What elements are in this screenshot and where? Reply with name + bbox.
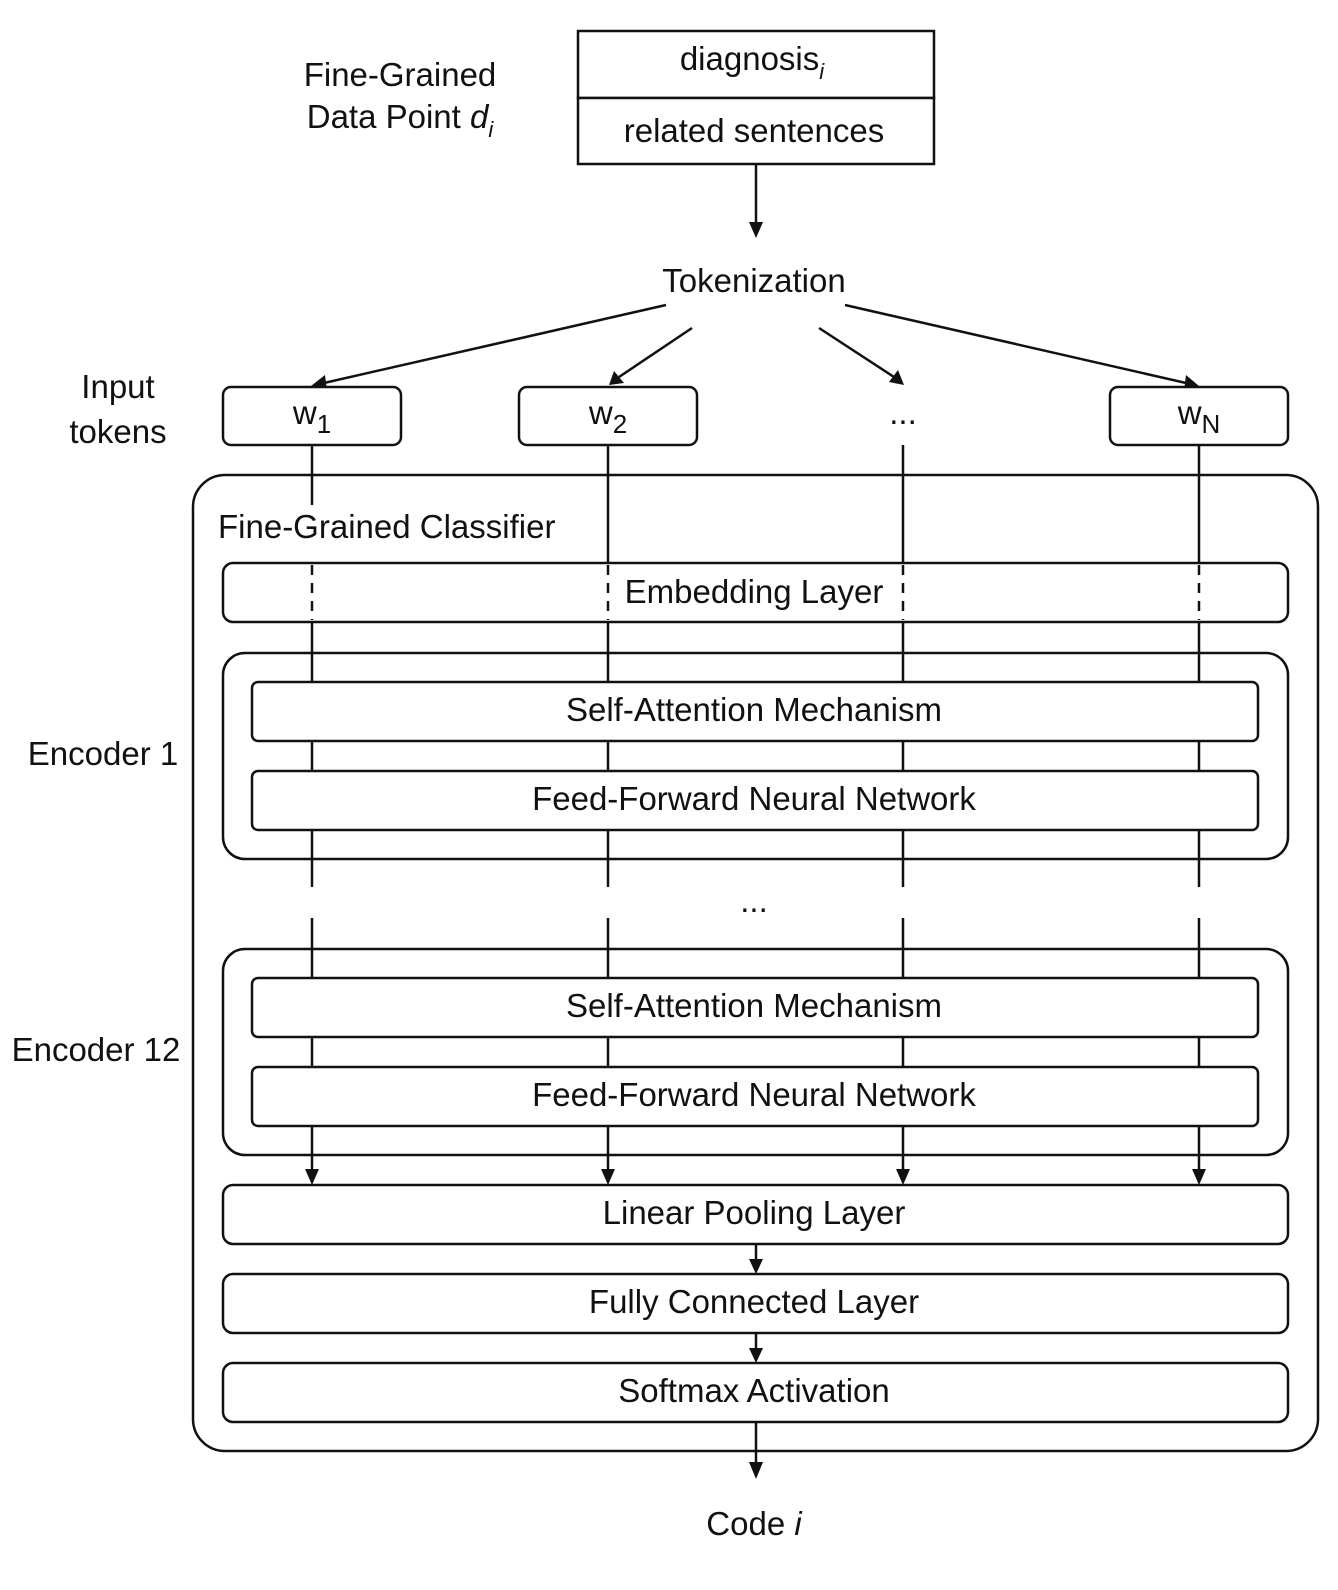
arrow-head-fc	[749, 1259, 763, 1274]
embedding-layer-box	[221, 561, 1290, 624]
data-point-var: d	[470, 98, 490, 135]
token-ellipsis: ...	[889, 394, 917, 431]
token-n: wN	[1177, 394, 1221, 439]
arrow-head-tokenization	[749, 222, 763, 238]
encoder-ellipsis: ...	[740, 882, 768, 919]
encoder-12-label: Encoder 12	[12, 1031, 181, 1068]
arrow-head-token-2	[609, 371, 624, 385]
classifier-title: Fine-Grained Classifier	[218, 508, 555, 545]
tokenization-label: Tokenization	[662, 262, 845, 299]
arrow-head-token-ellipsis	[889, 370, 904, 385]
token-1-sub: 1	[317, 409, 331, 439]
token-n-base: w	[1177, 394, 1202, 431]
output-label: Code i	[706, 1505, 803, 1542]
token-1-base: w	[292, 394, 317, 431]
arrow-to-token-ellipsis	[818, 326, 895, 379]
related-sentences-box	[576, 96, 936, 166]
encoder-12-attention-box	[250, 976, 1260, 1039]
data-point-sub: i	[488, 117, 494, 142]
arrow-head-pool-2	[601, 1169, 615, 1185]
token-2-sub: 2	[613, 409, 627, 439]
pooling-layer-label: Linear Pooling Layer	[603, 1194, 906, 1231]
output-var: i	[794, 1505, 803, 1542]
diagnosis-sub: i	[819, 59, 825, 84]
arrow-head-softmax	[749, 1348, 763, 1363]
encoder-1-attention-label: Self-Attention Mechanism	[566, 691, 942, 728]
encoder-12-frame	[221, 947, 1290, 1157]
arrow-head-pool-n	[1192, 1169, 1206, 1185]
fc-layer-label: Fully Connected Layer	[589, 1283, 919, 1320]
input-tokens-label-line2: tokens	[69, 413, 166, 450]
token-2-base: w	[588, 394, 613, 431]
input-tokens-label-line1: Input	[81, 368, 154, 405]
encoder-12-ffn-label: Feed-Forward Neural Network	[532, 1076, 976, 1113]
softmax-label: Softmax Activation	[618, 1372, 889, 1409]
related-sentences-label: related sentences	[624, 112, 885, 149]
encoder-1-attention-box	[250, 680, 1260, 743]
encoder-1-ffn-label: Feed-Forward Neural Network	[532, 780, 976, 817]
encoder-12-ffn-box	[250, 1065, 1260, 1128]
token-n-sub: N	[1202, 409, 1221, 439]
diagnosis-text: diagnosis	[680, 40, 819, 77]
arrow-head-pool-1	[305, 1169, 319, 1185]
encoder-1-ffn-box	[250, 769, 1260, 832]
arrow-head-pool-ellipsis	[896, 1169, 910, 1185]
data-point-label-line1: Fine-Grained	[304, 56, 497, 93]
arrow-to-token-n	[844, 303, 1187, 385]
diagnosis-label: diagnosisi	[680, 40, 825, 84]
output-text: Code	[706, 1505, 794, 1542]
encoder-1-label: Encoder 1	[28, 735, 178, 772]
diagnosis-box	[576, 29, 936, 100]
encoder-12-attention-label: Self-Attention Mechanism	[566, 987, 942, 1024]
arrow-to-token-1	[323, 303, 667, 385]
embedding-layer-label: Embedding Layer	[625, 573, 884, 610]
encoder-1-frame	[221, 651, 1290, 861]
data-point-label-text: Data Point	[307, 98, 470, 135]
arrow-head-output	[749, 1462, 763, 1479]
token-1: w1	[292, 394, 331, 439]
token-2: w2	[588, 394, 627, 439]
arrow-to-token-2	[618, 326, 693, 379]
data-point-label-line2: Data Point di	[307, 98, 495, 142]
